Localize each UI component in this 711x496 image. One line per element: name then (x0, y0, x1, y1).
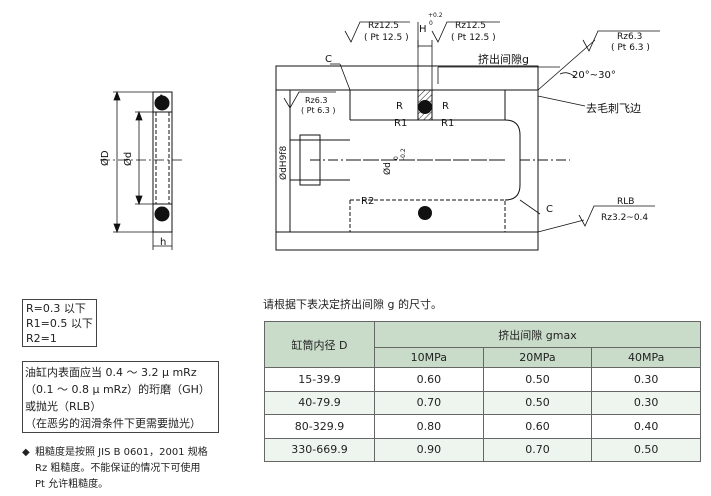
table-row: 15-39.9 0.60 0.50 0.30 (264, 367, 701, 392)
top-right-rz: Rz12.5 (455, 21, 486, 31)
finish-symbol-rod (537, 205, 655, 233)
table-cell-range: 40-79.9 (264, 390, 375, 415)
table-row: 40-79.9 0.70 0.50 0.30 (264, 390, 701, 415)
groove-pt: ( Pt 6.3 ) (301, 106, 336, 115)
top-chamfer-marker (330, 63, 351, 91)
radius-r-right: R (442, 101, 449, 112)
rod-rz: Rz3.2~0.4 (601, 213, 648, 223)
footnote-line: 粗糙度是按照 JIS B 0601，2001 规格 (35, 447, 208, 458)
top-left-rz: Rz12.5 (368, 21, 399, 31)
footnote-line: Pt 允许粗糙度。 (35, 479, 109, 490)
groove-width-dimension (417, 40, 433, 90)
groove-outline (299, 90, 570, 232)
radius-spec-line: R=0.3 以下 (26, 302, 86, 315)
groove-dia-tol-upper: 0 (393, 156, 400, 160)
o-ring-installed-top (418, 100, 432, 114)
table-cell-range: 330-669.9 (264, 437, 375, 462)
table-row: 80-329.9 0.80 0.60 0.40 (264, 414, 701, 439)
seal-dimension-lines (100, 90, 182, 250)
table-cell-value: 0.50 (591, 437, 701, 462)
radius-r1-left: R1 (394, 118, 407, 129)
table-header-bore-dia: 缸筒内径 D (264, 321, 375, 368)
extrusion-gap-table: 缸筒内径 D 挤出间隙 gmax 10MPa 20MPa 40MPa 15-39… (264, 321, 701, 462)
seal-height-label: h (160, 237, 166, 248)
table-header-pressure: 20MPa (482, 347, 593, 368)
groove-dia-label: Ød (382, 162, 393, 175)
extrusion-gap-leader (437, 66, 560, 84)
finish-symbol-groove (283, 91, 336, 109)
table-header-pressure: 10MPa (374, 347, 484, 368)
table-cell-value: 0.30 (591, 390, 701, 415)
finish-symbol-bore (537, 30, 660, 91)
radius-spec-box: R=0.3 以下 R1=0.5 以下 R2=1 (22, 299, 97, 347)
table-cell-value: 0.70 (482, 437, 593, 462)
table-cell-value: 0.70 (374, 390, 484, 415)
groove-width-tol-lower: 0 (429, 20, 433, 27)
finish-symbol-top-right (431, 21, 500, 43)
surface-note-box: 油缸内表面应当 0.4 ～ 3.2 μ mRz （0.1 ～ 0.8 μ mRz… (22, 361, 219, 433)
o-ring-top-left (154, 95, 170, 111)
rod-rlb: RLB (617, 197, 634, 207)
bore-rz: Rz6.3 (617, 32, 642, 42)
diamond-bullet-icon: ◆ (22, 447, 30, 458)
footnote-line: Rz 粗糙度。不能保证的情况下可使用 (35, 463, 201, 474)
surface-note-line: 或抛光（RLB） (25, 400, 102, 413)
table-header-gap-group: 挤出间隙 gmax (374, 321, 701, 348)
seal-installation-drawing: ØD Ød h C Rz12.5 ( Pt 12.5 ) (99, 12, 660, 251)
seal-outer-dia-label: ØD (99, 150, 111, 166)
chamfer-angle-label: 20°~30° (572, 70, 616, 81)
chamfer-top-label: C (325, 54, 332, 65)
surface-note-line: （在恶劣的润滑条件下更需要抛光） (25, 417, 201, 430)
bore-pt: ( Pt 6.3 ) (611, 43, 650, 53)
roughness-footnote: ◆ 粗糙度是按照 JIS B 0601，2001 规格 Rz 粗糙度。不能保证的情… (22, 445, 222, 493)
groove-width-label: H (419, 24, 427, 35)
seal-inner-dia-label: Ød (122, 152, 134, 166)
bore-dia-label: ØdH9f8 (278, 146, 289, 180)
radius-r2-label: R2 (361, 196, 374, 207)
groove-dia-tol-lower: -0.2 (400, 148, 407, 160)
groove-rz: Rz6.3 (305, 96, 327, 105)
cylinder-housing (275, 65, 539, 251)
table-cell-range: 80-329.9 (264, 414, 375, 439)
table-header-pressure: 40MPa (591, 347, 701, 368)
radius-r-left: R (396, 101, 403, 112)
radius-r1-right: R1 (441, 118, 454, 129)
table-row: 330-669.9 0.90 0.70 0.50 (264, 437, 701, 462)
table-cell-value: 0.30 (591, 367, 701, 392)
top-right-pt: ( Pt 12.5 ) (451, 33, 496, 43)
surface-note-line: （0.1 ～ 0.8 μ mRz）的珩磨（GH） (25, 383, 210, 396)
deburr-leader (537, 95, 586, 107)
table-cell-value: 0.40 (591, 414, 701, 439)
table-cell-value: 0.50 (482, 367, 593, 392)
extrusion-gap-label: 挤出间隙g (478, 52, 529, 66)
table-cell-value: 0.60 (482, 414, 593, 439)
o-ring-bottom-left (154, 206, 170, 222)
top-left-pt: ( Pt 12.5 ) (364, 33, 409, 43)
radius-spec-line: R2=1 (26, 332, 57, 345)
chamfer-bottom-label: C (546, 204, 553, 215)
table-cell-value: 0.90 (374, 437, 484, 462)
radius-spec-line: R1=0.5 以下 (26, 317, 93, 330)
table-caption: 请根据下表决定挤出间隙 g 的尺寸。 (263, 298, 442, 311)
deburr-label: 去毛刺飞边 (586, 102, 641, 115)
table-cell-value: 0.60 (374, 367, 484, 392)
table-cell-value: 0.50 (482, 390, 593, 415)
groove-width-tol-upper: +0.2 (428, 12, 443, 19)
surface-note-line: 油缸内表面应当 0.4 ～ 3.2 μ mRz (25, 366, 197, 379)
table-cell-range: 15-39.9 (264, 367, 375, 392)
table-cell-value: 0.80 (374, 414, 484, 439)
bottom-chamfer-marker (519, 199, 541, 215)
o-ring-installed-bottom (418, 206, 432, 220)
